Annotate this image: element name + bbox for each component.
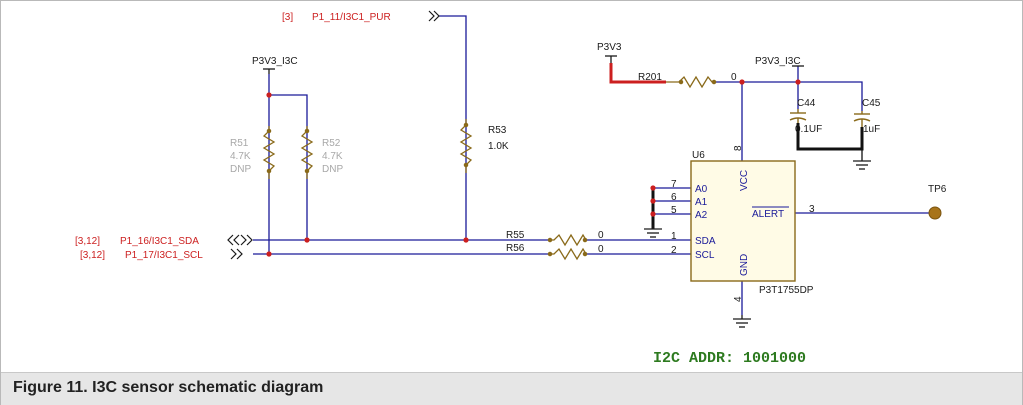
power-label-right: P3V3_I3C xyxy=(755,56,801,67)
r55-ref: R55 xyxy=(506,230,525,241)
pin-num-vcc: 8 xyxy=(733,145,744,151)
resistor-r55 xyxy=(547,233,588,247)
testpoint-label: TP6 xyxy=(928,184,947,195)
pin-num-a2: 5 xyxy=(671,205,677,216)
pin-name-a0: A0 xyxy=(695,184,708,195)
power-symbols xyxy=(263,55,804,74)
net-ref-sda: [3,12] xyxy=(75,236,100,247)
pin-name-a2: A2 xyxy=(695,210,708,221)
pin-name-gnd: GND xyxy=(739,254,750,276)
r51-note: DNP xyxy=(230,164,251,175)
capacitor-c45 xyxy=(853,111,871,127)
address-note: I2C ADDR: 1001000 xyxy=(653,350,806,367)
resistor-r201 xyxy=(666,75,717,89)
r201-ref: R201 xyxy=(638,72,662,83)
wires xyxy=(253,15,931,315)
ic-u6-body xyxy=(690,160,796,282)
testpoint-tp6 xyxy=(928,206,942,220)
r51-ref: R51 xyxy=(230,138,249,149)
r56-ref: R56 xyxy=(506,243,525,254)
pin-num-a0: 7 xyxy=(671,179,677,190)
net-ref-scl: [3,12] xyxy=(80,250,105,261)
highlight-nets xyxy=(609,63,864,229)
pin-name-sda: SDA xyxy=(695,236,716,247)
power-label-left: P3V3_I3C xyxy=(252,56,298,67)
caption-bar: Figure 11. I3C sensor schematic diagram xyxy=(1,372,1022,405)
pin-num-a1: 6 xyxy=(671,192,677,203)
c44-value: 0.1UF xyxy=(795,124,822,135)
resistor-r52 xyxy=(300,126,314,179)
r56-value: 0 xyxy=(598,244,604,255)
c45-value: 1uF xyxy=(863,124,880,135)
pin-name-vcc: VCC xyxy=(739,170,750,191)
resistor-r56 xyxy=(547,247,588,261)
pin-num-gnd: 4 xyxy=(733,296,744,302)
r53-value: 1.0K xyxy=(488,141,509,152)
power-label-p3v3: P3V3 xyxy=(597,42,622,53)
r201-value: 0 xyxy=(731,72,737,83)
ic-ref: U6 xyxy=(692,150,705,161)
resistor-r53 xyxy=(459,119,473,173)
offpage-connectors xyxy=(227,10,440,260)
schematic-diagram: [3] P1_11/I3C1_PUR [3,12] P1_16/I3C1_SDA… xyxy=(75,10,947,367)
pin-name-alert: ALERT xyxy=(752,209,784,220)
capacitor-c44 xyxy=(789,109,807,123)
ic-part: P3T1755DP xyxy=(759,285,814,296)
r51-value: 4.7K xyxy=(230,151,251,162)
pin-name-scl: SCL xyxy=(695,250,715,261)
c45-ref: C45 xyxy=(862,98,881,109)
c44-ref: C44 xyxy=(797,98,816,109)
net-name-pur: P1_11/I3C1_PUR xyxy=(312,12,391,23)
r52-ref: R52 xyxy=(322,138,341,149)
net-ref-pur: [3] xyxy=(282,12,293,23)
net-name-scl: P1_17/I3C1_SCL xyxy=(125,250,203,261)
pin-name-a1: A1 xyxy=(695,197,708,208)
figure-caption: Figure 11. I3C sensor schematic diagram xyxy=(13,379,324,396)
r55-value: 0 xyxy=(598,230,604,241)
pin-num-scl: 2 xyxy=(671,245,677,256)
resistor-r51 xyxy=(262,126,276,179)
junctions xyxy=(266,79,801,257)
pin-num-alert: 3 xyxy=(809,204,815,215)
r52-value: 4.7K xyxy=(322,151,343,162)
pin-num-sda: 1 xyxy=(671,231,677,242)
net-name-sda: P1_16/I3C1_SDA xyxy=(120,236,199,247)
r52-note: DNP xyxy=(322,164,343,175)
r53-ref: R53 xyxy=(488,125,507,136)
